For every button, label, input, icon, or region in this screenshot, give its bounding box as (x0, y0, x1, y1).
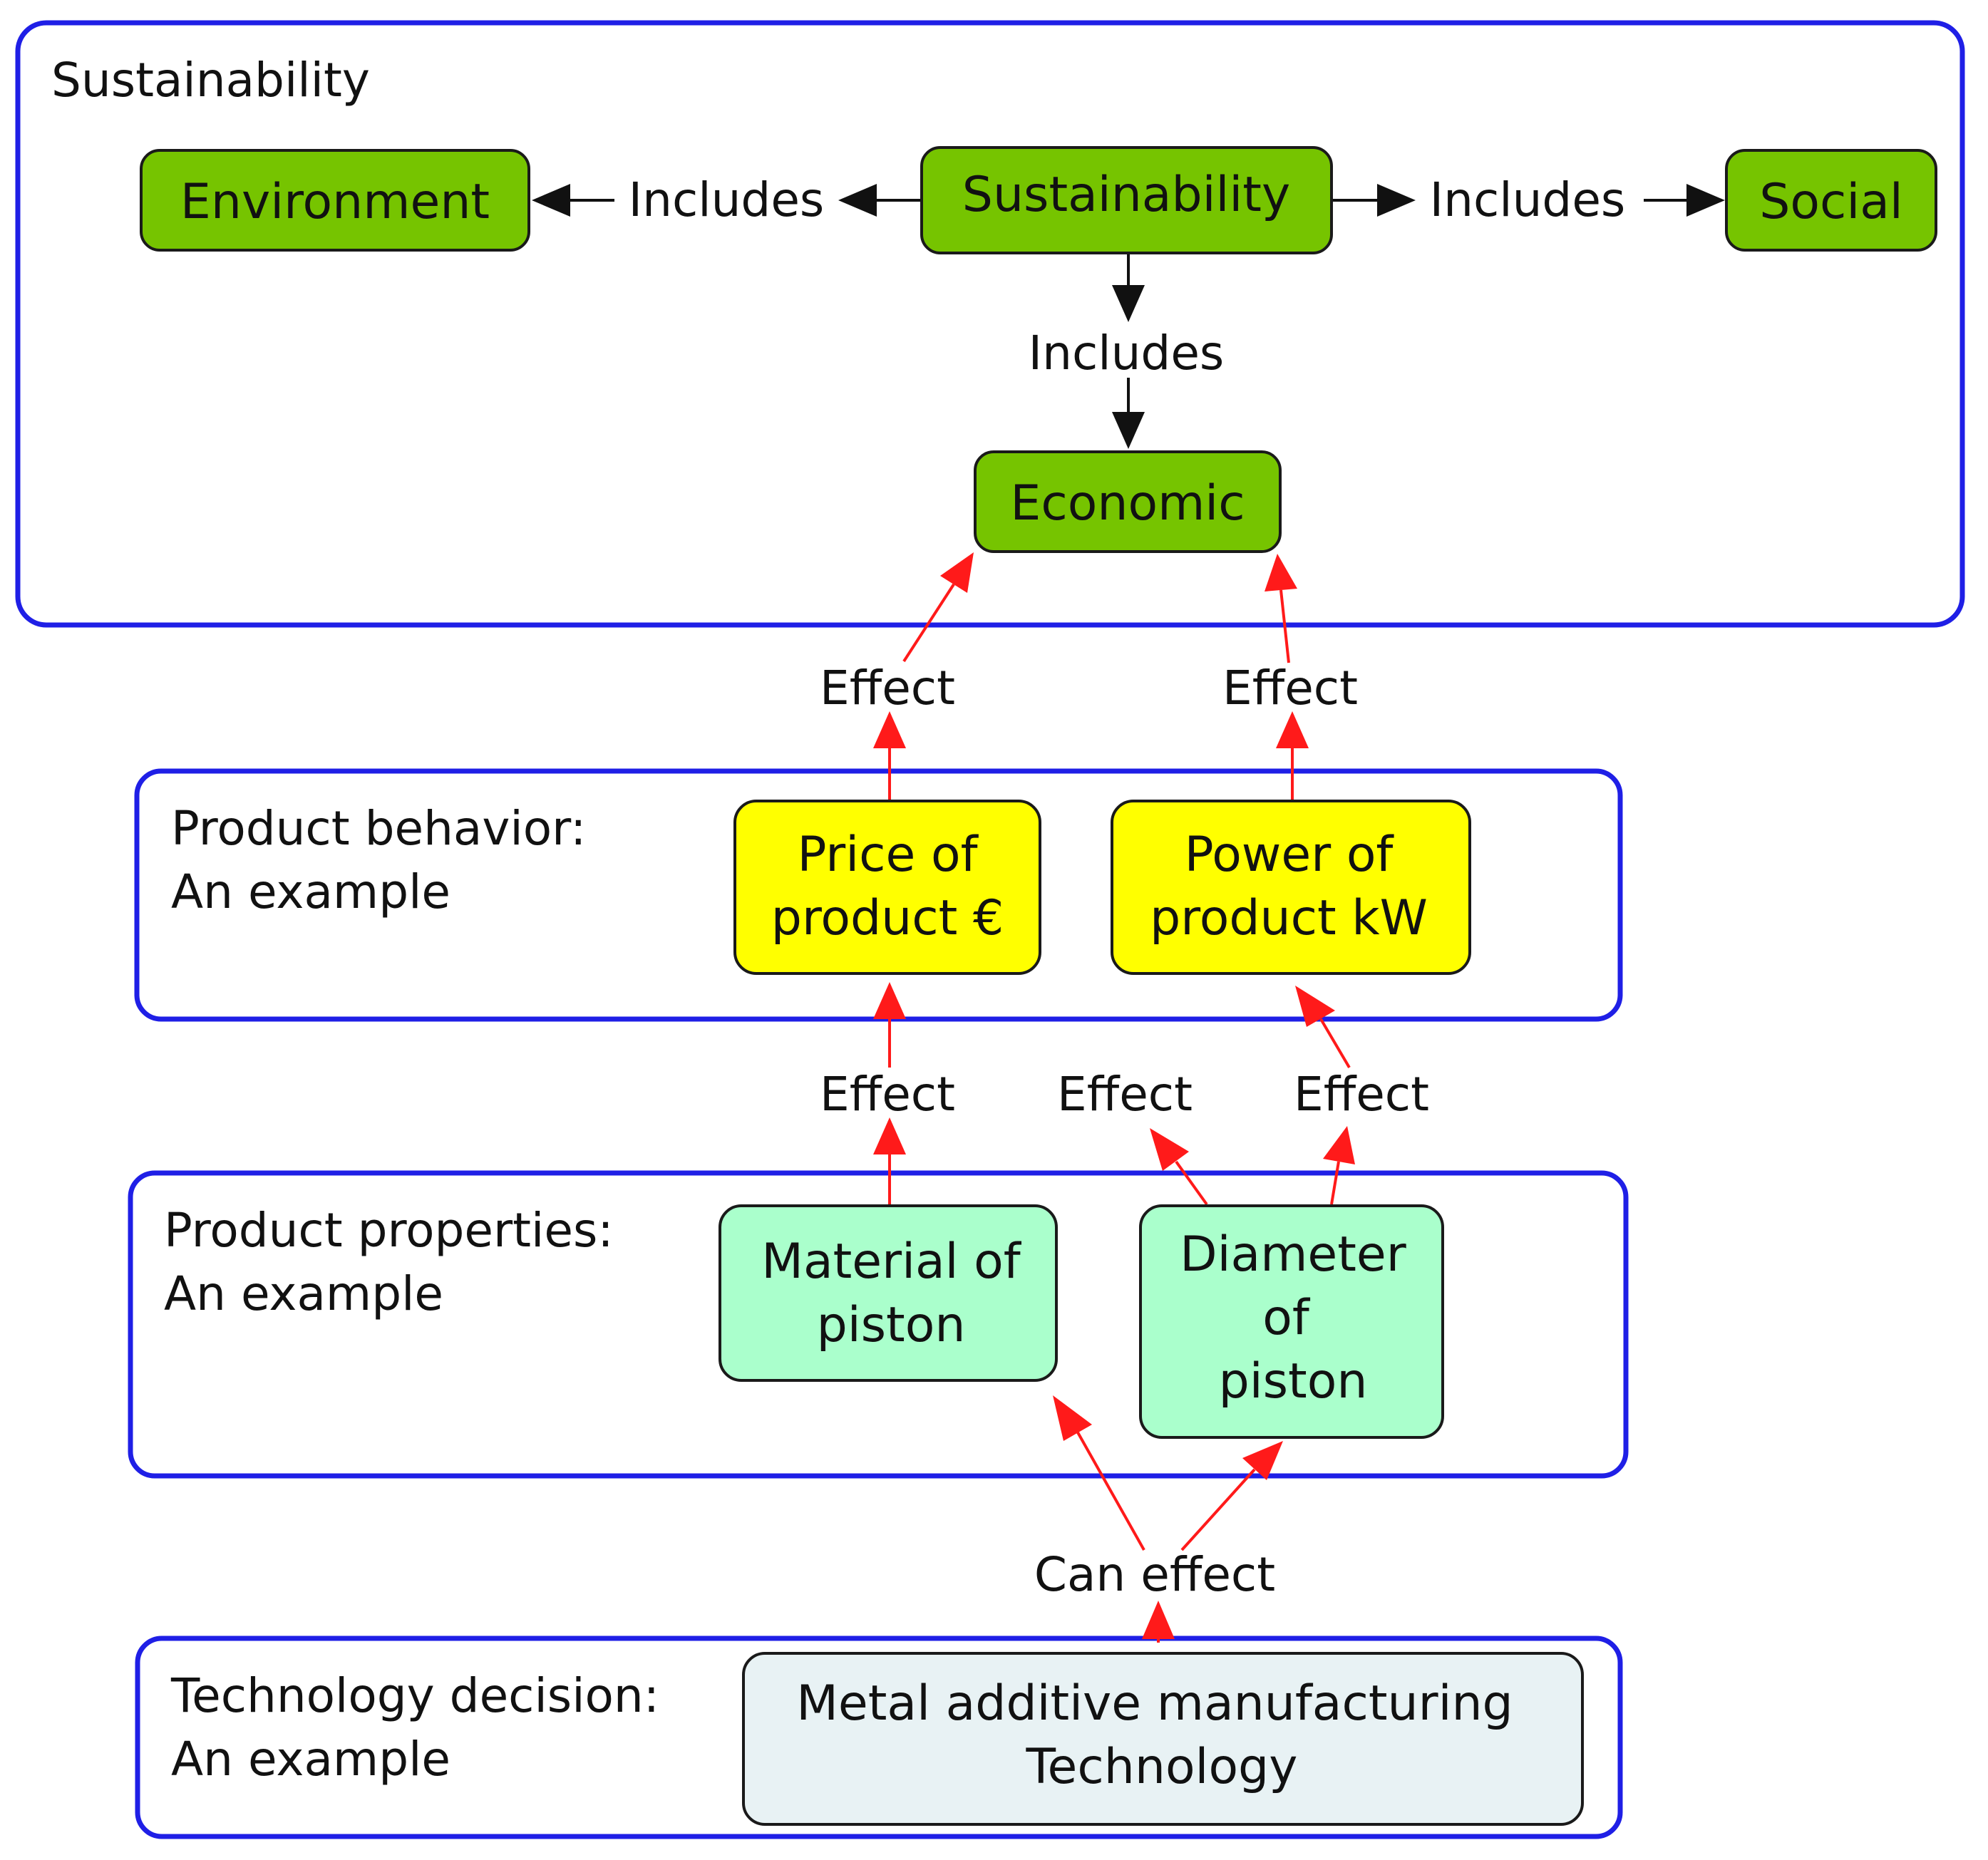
power-node: Power of product kW (1111, 800, 1471, 975)
effect-material-price-label: Effect (820, 1067, 955, 1122)
diameter-node-label-line3: piston (1219, 1353, 1368, 1410)
effect-power-economic-label: Effect (1222, 661, 1358, 715)
effect-price-arrowhead-b (940, 552, 974, 593)
price-node-label-line2: product € (771, 890, 1004, 946)
sustainability-node: Sustainability (920, 146, 1333, 254)
technology-decision-group-subtitle: An example (171, 1732, 450, 1787)
effect-diameter-power-arrowhead-a (1323, 1126, 1355, 1164)
effect-diameter-price-line (1175, 1160, 1208, 1206)
effect-price-arrowhead-a (873, 711, 906, 748)
effect-diameter-power-line-a (1330, 1161, 1340, 1205)
effect-power-arrowhead-a (1276, 711, 1309, 748)
effect-price-line-b (902, 583, 955, 663)
material-node: Material of piston (719, 1204, 1058, 1382)
includes-down-arrowhead-b (1112, 412, 1145, 449)
includes-down-arrowhead-a (1112, 285, 1145, 322)
technology-node-label-line2: Technology (1026, 1739, 1298, 1795)
technology-node: Metal additive manufacturing Technology (742, 1652, 1584, 1826)
effect-price-economic-label: Effect (820, 661, 955, 715)
can-effect-arrowhead-material (1053, 1395, 1092, 1441)
includes-left-arrowhead-b (532, 184, 570, 217)
environment-node: Environment (140, 149, 530, 252)
includes-right-label: Includes (1430, 172, 1626, 227)
effect-power-line-b (1279, 589, 1290, 663)
can-effect-line-diameter (1180, 1468, 1256, 1551)
price-node-label-line1: Price of (797, 827, 979, 883)
social-node-label: Social (1759, 174, 1903, 230)
material-node-label-line1: Material of (761, 1234, 1021, 1290)
includes-left-arrowhead-a (838, 184, 877, 217)
effect-diameter-price-arrowhead (1150, 1128, 1189, 1171)
effect-diameter-power-line-b (1319, 1018, 1351, 1069)
power-node-label-line1: Power of (1185, 827, 1395, 883)
can-effect-line-material (1076, 1432, 1145, 1551)
can-effect-arrowhead-diameter (1242, 1441, 1283, 1480)
technology-node-label-line1: Metal additive manufacturing (796, 1675, 1513, 1732)
social-node: Social (1725, 149, 1937, 252)
includes-left-label: Includes (629, 172, 825, 227)
effect-diameter-power-arrowhead-b (1295, 986, 1335, 1027)
effect-material-arrowhead-a (873, 1117, 906, 1154)
includes-right-arrowhead-b (1686, 184, 1725, 217)
diameter-node-label-line1: Diameter (1180, 1226, 1406, 1283)
product-behavior-group-title: Product behavior: (171, 801, 586, 856)
product-behavior-group-subtitle: An example (171, 864, 450, 919)
can-effect-label: Can effect (1034, 1547, 1275, 1602)
diameter-node: Diameter of piston (1139, 1204, 1444, 1439)
sustainability-node-label: Sustainability (962, 167, 1290, 223)
includes-down-label: Includes (1029, 326, 1225, 381)
product-properties-group-subtitle: An example (164, 1266, 443, 1321)
environment-node-label: Environment (180, 174, 490, 230)
economic-node: Economic (974, 450, 1282, 553)
economic-node-label: Economic (1010, 475, 1245, 532)
effect-material-arrowhead-b (873, 982, 906, 1019)
power-node-label-line2: product kW (1150, 890, 1428, 946)
effect-power-arrowhead-b (1265, 554, 1297, 591)
technology-decision-group-title: Technology decision: (170, 1668, 659, 1723)
product-properties-group-title: Product properties: (164, 1203, 614, 1258)
effect-diameter-power-label: Effect (1294, 1067, 1429, 1122)
can-effect-arrowhead-up (1142, 1601, 1175, 1639)
effect-diameter-price-label: Effect (1057, 1067, 1193, 1122)
sustainability-group-title: Sustainability (51, 53, 370, 108)
diameter-node-label-line2: of (1262, 1290, 1311, 1346)
includes-right-arrowhead-a (1377, 184, 1416, 217)
price-node: Price of product € (733, 800, 1041, 975)
material-node-label-line2: piston (817, 1297, 966, 1353)
